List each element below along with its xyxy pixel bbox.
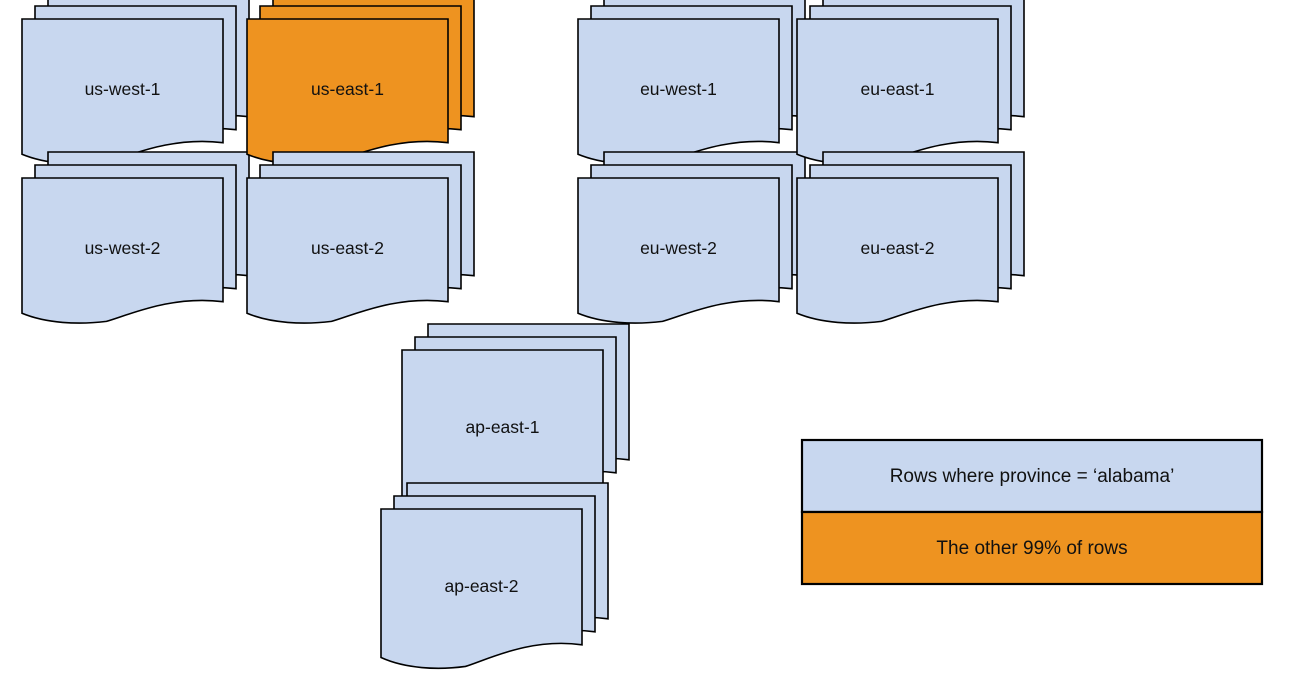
document-stack-us-east-1[interactable]: us-east-1 <box>246 0 475 165</box>
document-stack-ap-east-2[interactable]: ap-east-2 <box>380 482 609 670</box>
legend-row-matching-label: Rows where province = ‘alabama’ <box>890 466 1175 487</box>
document-stack-us-west-1[interactable]: us-west-1 <box>21 0 250 165</box>
document-stack-eu-west-1[interactable]: eu-west-1 <box>577 0 806 165</box>
document-stack-label-us-west-2: us-west-2 <box>85 238 161 258</box>
legend: Rows where province = ‘alabama’ The other… <box>800 438 1264 586</box>
document-stack-label-ap-east-1: ap-east-1 <box>466 417 540 437</box>
legend-row-other-swatch <box>800 510 1264 586</box>
document-stack-eu-east-2[interactable]: eu-east-2 <box>796 151 1025 324</box>
document-stack-us-east-2[interactable]: us-east-2 <box>246 151 475 324</box>
document-stack-label-us-east-1: us-east-1 <box>311 79 384 99</box>
document-stack-eu-west-2[interactable]: eu-west-2 <box>577 151 806 324</box>
document-sheet-front-eu-west-2 <box>577 177 780 324</box>
document-stack-label-us-east-2: us-east-2 <box>311 238 384 258</box>
document-stack-label-eu-west-1: eu-west-1 <box>640 79 717 99</box>
document-sheet-front-us-east-2 <box>246 177 449 324</box>
document-stack-us-west-2[interactable]: us-west-2 <box>21 151 250 324</box>
document-sheet-front-us-west-2 <box>21 177 224 324</box>
legend-row-matching-swatch <box>800 438 1264 514</box>
document-stack-label-ap-east-2: ap-east-2 <box>445 576 519 596</box>
document-sheet-front-eu-east-2 <box>796 177 999 324</box>
document-stack-label-eu-east-1: eu-east-1 <box>861 79 935 99</box>
document-stack-label-us-west-1: us-west-1 <box>85 79 161 99</box>
document-stacks-layer: us-west-1 us-west-2 us-east-1 us-east-2 eu-w… <box>21 0 1025 670</box>
legend-row-other-label: The other 99% of rows <box>936 538 1127 559</box>
document-stack-ap-east-1[interactable]: ap-east-1 <box>401 323 630 511</box>
document-stack-label-eu-west-2: eu-west-2 <box>640 238 717 258</box>
document-sheet-front-ap-east-2 <box>380 508 583 670</box>
document-stack-label-eu-east-2: eu-east-2 <box>861 238 935 258</box>
document-stack-eu-east-1[interactable]: eu-east-1 <box>796 0 1025 165</box>
